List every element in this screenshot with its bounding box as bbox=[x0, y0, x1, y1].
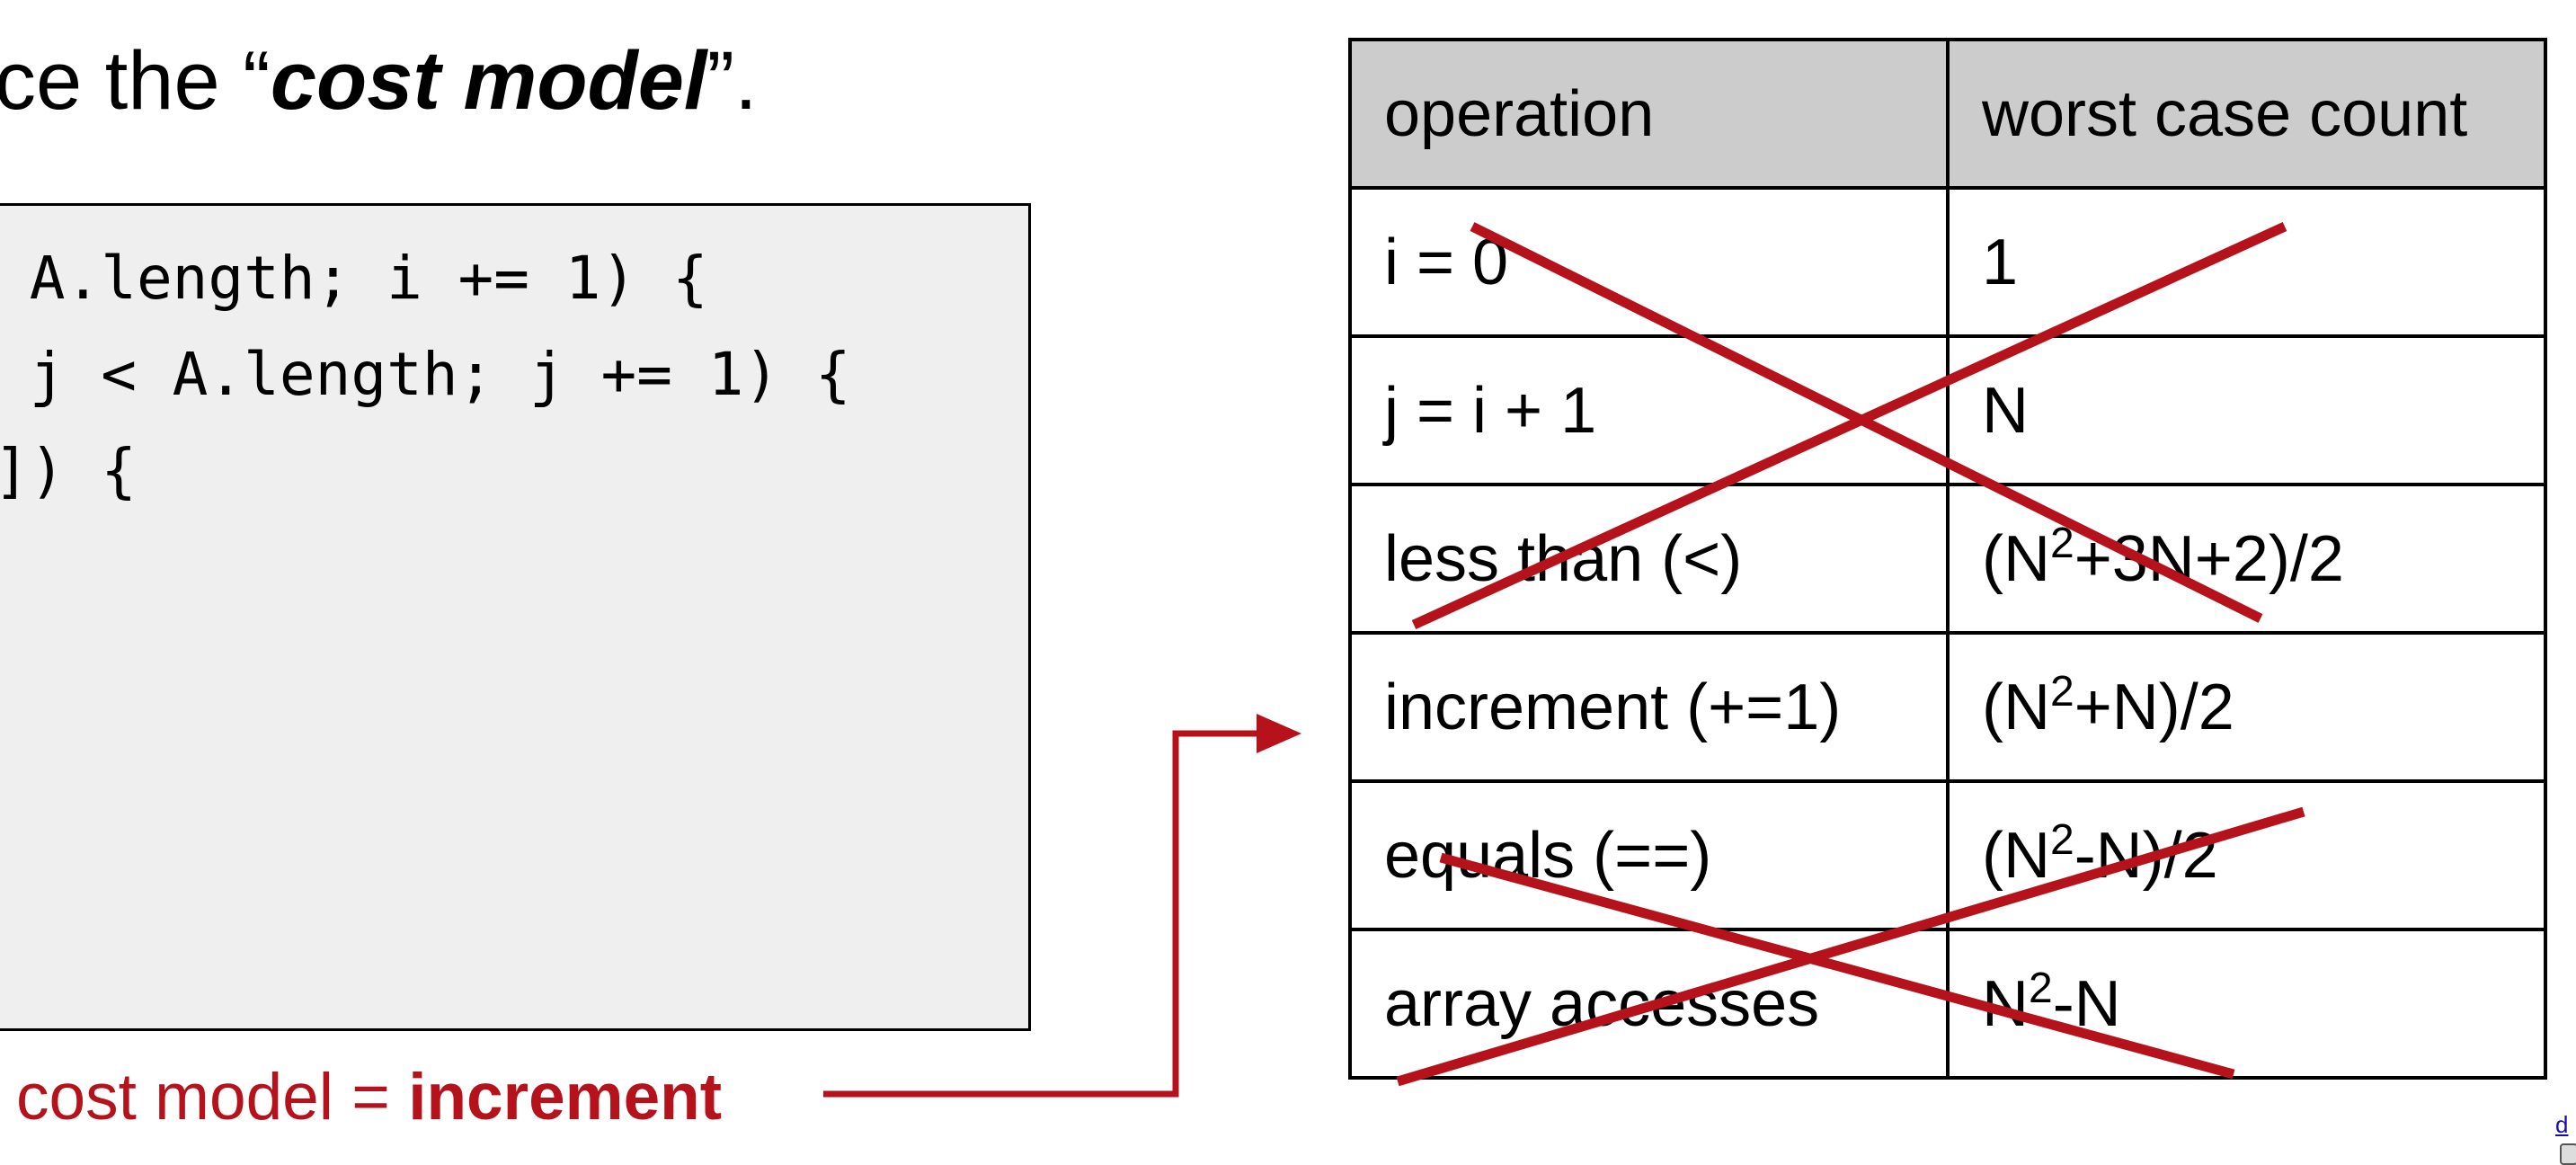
widget-icon[interactable] bbox=[2560, 1143, 2576, 1165]
table-row: array accesses N2-N bbox=[1348, 928, 2547, 1080]
count-cell: (N2+3N+2)/2 bbox=[1946, 483, 2547, 635]
connector-arrowhead-icon bbox=[1257, 714, 1301, 753]
table-row-highlighted: increment (+=1) (N2+N)/2 bbox=[1348, 631, 2547, 783]
count-base: (N bbox=[1982, 819, 2050, 892]
table-row: equals (==) (N2-N)/2 bbox=[1348, 779, 2547, 931]
code-line: A.length; i += 1) { bbox=[0, 244, 708, 313]
operation-cell: i = 0 bbox=[1348, 186, 1950, 338]
slide-title: ce the “cost model”. bbox=[0, 27, 758, 135]
cost-label-bold: increment bbox=[408, 1061, 723, 1134]
count-rest: -N bbox=[2052, 967, 2121, 1040]
table-row: i = 0 1 bbox=[1348, 186, 2547, 338]
count-cell: (N2+N)/2 bbox=[1946, 631, 2547, 783]
count-rest: -N)/2 bbox=[2074, 819, 2218, 892]
count-exponent: 2 bbox=[2049, 815, 2074, 864]
count-base: (N bbox=[1982, 671, 2050, 743]
count-cell: N bbox=[1946, 334, 2547, 486]
count-exponent: 2 bbox=[2049, 519, 2074, 567]
operation-cell: increment (+=1) bbox=[1348, 631, 1950, 783]
count-cell: (N2-N)/2 bbox=[1946, 779, 2547, 931]
code-line: ]) { bbox=[0, 436, 137, 505]
count-exponent: 2 bbox=[2029, 964, 2053, 1012]
footer-link[interactable]: d bbox=[2555, 1111, 2569, 1138]
cost-label-prefix: cost model = bbox=[16, 1061, 409, 1134]
title-suffix: ”. bbox=[706, 35, 758, 127]
operation-cell: j = i + 1 bbox=[1348, 334, 1950, 486]
count-base: (N bbox=[1982, 522, 2050, 595]
table-row: j = i + 1 N bbox=[1348, 334, 2547, 486]
count-rest: +N)/2 bbox=[2074, 671, 2234, 743]
table-header-row: operation worst case count bbox=[1348, 38, 2547, 190]
count-exponent: 2 bbox=[2049, 667, 2074, 716]
count-rest: +3N+2)/2 bbox=[2074, 522, 2344, 595]
count-base: N bbox=[1982, 967, 2029, 1040]
title-emphasis: cost model bbox=[270, 35, 707, 127]
title-prefix: ce the “ bbox=[0, 35, 271, 127]
operation-cell: equals (==) bbox=[1348, 779, 1950, 931]
header-operation: operation bbox=[1348, 38, 1950, 190]
operation-count-table: operation worst case count i = 0 1 j = i… bbox=[1348, 38, 2547, 1080]
cost-model-label: cost model = increment bbox=[16, 1057, 722, 1138]
operation-cell: array accesses bbox=[1348, 928, 1950, 1080]
count-cell: 1 bbox=[1946, 186, 2547, 338]
header-worst-case-count: worst case count bbox=[1946, 38, 2547, 190]
operation-cell: less than (<) bbox=[1348, 483, 1950, 635]
count-cell: N2-N bbox=[1946, 928, 2547, 1080]
table-row: less than (<) (N2+3N+2)/2 bbox=[1348, 483, 2547, 635]
code-line: j < A.length; j += 1) { bbox=[0, 340, 851, 409]
code-block: A.length; i += 1) { j < A.length; j += 1… bbox=[0, 203, 1031, 1031]
